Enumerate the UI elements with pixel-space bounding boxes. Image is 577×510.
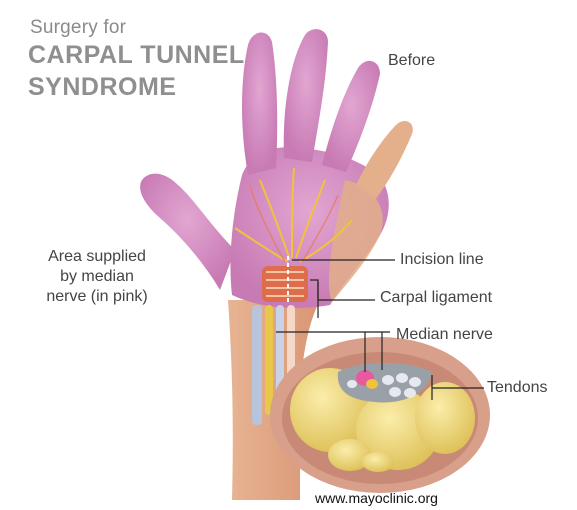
ring-finger xyxy=(322,61,380,172)
title-line-2: CARPAL TUNNEL xyxy=(28,41,245,70)
source-credit: www.mayoclinic.org xyxy=(315,490,438,506)
label-incision-line: Incision line xyxy=(400,251,484,269)
index-finger xyxy=(242,33,277,175)
label-before: Before xyxy=(388,52,435,70)
title-line-3: SYNDROME xyxy=(28,73,176,102)
middle-finger xyxy=(284,29,328,162)
label-area-supplied: Area supplied by median nerve (in pink) xyxy=(38,247,156,307)
label-tendons: Tendons xyxy=(487,379,548,397)
title-line-1: Surgery for xyxy=(30,17,126,39)
wrist-cross-section xyxy=(270,337,490,493)
label-median-nerve: Median nerve xyxy=(396,326,493,344)
label-carpal-ligament: Carpal ligament xyxy=(380,289,492,307)
